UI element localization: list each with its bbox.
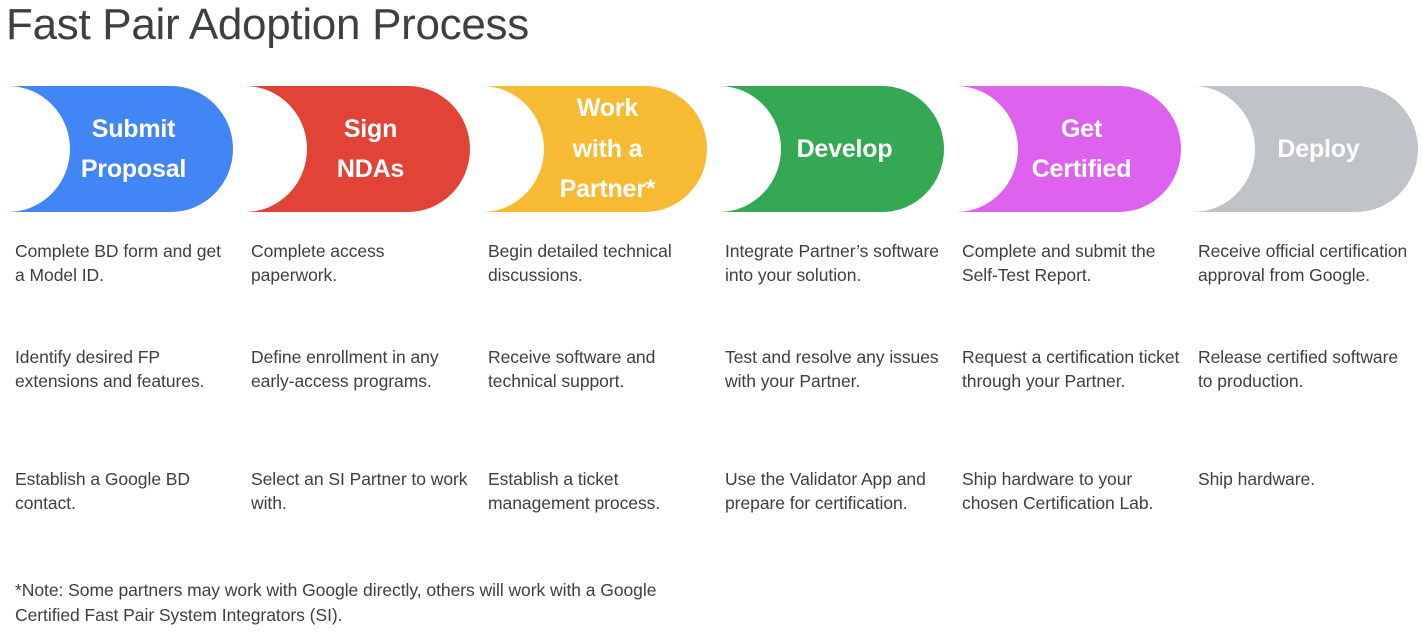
stage-chevron-develop[interactable]: Develop [719,86,944,212]
stage-detail-item: Receive software and technical support. [488,347,656,391]
stage-details-grid: Complete BD form and get a Model ID. Ide… [0,240,1423,560]
chevron-path [245,86,470,212]
chevron-shape-icon [8,86,233,212]
stage-detail-item: Ship hardware to your chosen Certificati… [962,469,1154,513]
chevron-shape-icon [956,86,1181,212]
stage-detail-item: Use the Validator App and prepare for ce… [725,469,926,513]
stage-detail-item: Test and resolve any issues with your Pa… [725,347,939,391]
stage-detail-item: Release certified software to production… [1198,347,1399,391]
stage-detail-item: Receive official certification approval … [1198,241,1408,285]
stage-chevron-sign-ndas[interactable]: Sign NDAs [245,86,470,212]
stage-detail-item: Complete access paperwork. [251,241,385,285]
page-title: Fast Pair Adoption Process [6,0,529,49]
chevron-shape-icon [482,86,707,212]
stage-detail-item: Establish a Google BD contact. [15,469,191,513]
chevron-path [8,86,233,212]
chevron-path [482,86,707,212]
stage-detail-item: Complete BD form and get a Model ID. [15,241,221,285]
chevron-shape-icon [245,86,470,212]
stage-detail-item: Select an SI Partner to work with. [251,469,468,513]
stage-detail-item: Request a certification ticket through y… [962,347,1180,391]
stage-label-submit-proposal: Submit Proposal [80,114,187,184]
chevron-path [719,86,944,212]
stage-chevron-submit-proposal[interactable]: Submit Proposal [8,86,233,212]
stage-detail-item: Ship hardware. [1198,469,1316,489]
stage-detail-item: Complete and submit the Self-Test Report… [962,241,1156,285]
process-stage-banner: Submit Proposal Sign NDAs Work with a Pa… [0,86,1423,214]
stage-chevron-work-with-a-partner[interactable]: Work with a Partner* [482,86,707,212]
stage-detail-item: Integrate Partner’s software into your s… [725,241,939,285]
stage-chevron-deploy[interactable]: Deploy [1193,86,1418,212]
footnote-note: *Note: Some partners may work with Googl… [15,580,657,625]
stage-label-deploy: Deploy [1277,134,1360,163]
stage-detail-item: Define enrollment in any early-access pr… [251,347,439,391]
stage-detail-item: Establish a ticket management process. [488,469,661,513]
stage-chevron-get-certified[interactable]: Get Certified [956,86,1181,212]
stage-detail-item: Begin detailed technical discussions. [488,241,672,285]
chevron-path [1193,86,1418,212]
stage-label-get-certified: Get Certified [1031,114,1132,184]
stage-label-work-with-a-partner: Work with a Partner* [559,94,656,204]
stage-label-develop: Develop [796,134,893,163]
stage-detail-item: Identify desired FP extensions and featu… [15,347,205,391]
stage-label-sign-ndas: Sign NDAs [336,114,405,184]
chevron-path [956,86,1181,212]
chevron-shape-icon [1193,86,1418,212]
chevron-shape-icon [719,86,944,212]
